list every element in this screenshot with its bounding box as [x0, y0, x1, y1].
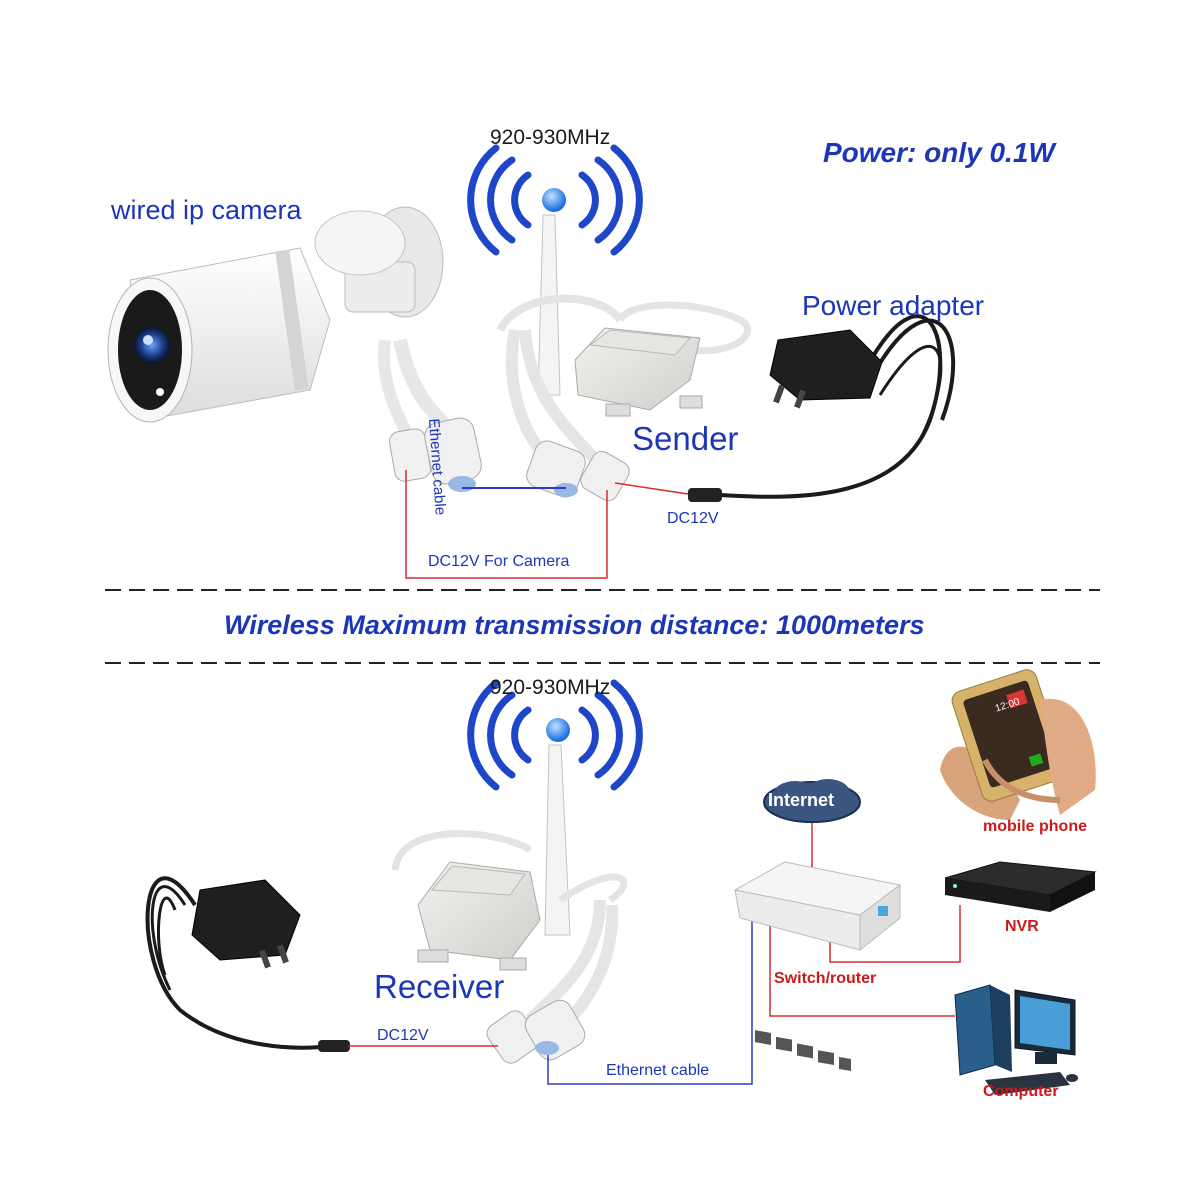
- nvr-icon: [944, 861, 1097, 912]
- camera-label: wired ip camera: [111, 195, 302, 225]
- nvr-label: NVR: [1005, 918, 1039, 935]
- mobile-phone-icon: [940, 669, 1096, 820]
- signal-waves-icon: [467, 679, 643, 791]
- computer-label: Computer: [983, 1083, 1059, 1100]
- sender-antenna-icon: [537, 188, 566, 396]
- power-adapter-icon: [688, 314, 956, 502]
- power-adapter-label: Power adapter: [802, 290, 985, 321]
- power-consumption-label: Power: only 0.1W: [823, 137, 1055, 168]
- signal-waves-icon: [467, 144, 643, 256]
- internet-cloud-icon: [763, 779, 861, 823]
- receiver-label: Receiver: [374, 968, 505, 1005]
- ethernet-cable-label: Ethernet cable: [606, 1062, 710, 1079]
- dc12v-label: DC12V: [377, 1027, 429, 1044]
- sender-box-icon: [496, 294, 752, 502]
- frequency-label: 920-930MHz: [490, 676, 611, 699]
- sender-label: Sender: [632, 420, 739, 457]
- distance-label: Wireless Maximum transmission distance: …: [224, 610, 925, 640]
- top-wires: [405, 470, 689, 579]
- switch-router-icon: [733, 861, 902, 1072]
- computer-icon: [954, 984, 1078, 1095]
- ip-camera-icon: [107, 206, 482, 492]
- receiver-antenna-icon: [544, 718, 571, 936]
- internet-label: Internet: [768, 790, 835, 810]
- dc12v-camera-label: DC12V For Camera: [428, 553, 570, 570]
- frequency-label: 920-930MHz: [490, 126, 611, 149]
- receiver-box-icon: [391, 830, 628, 1064]
- power-adapter-icon: [145, 876, 350, 1052]
- mobile-phone-label: mobile phone: [983, 818, 1087, 835]
- switch-router-label: Switch/router: [774, 970, 877, 987]
- dc12v-label: DC12V: [667, 510, 719, 527]
